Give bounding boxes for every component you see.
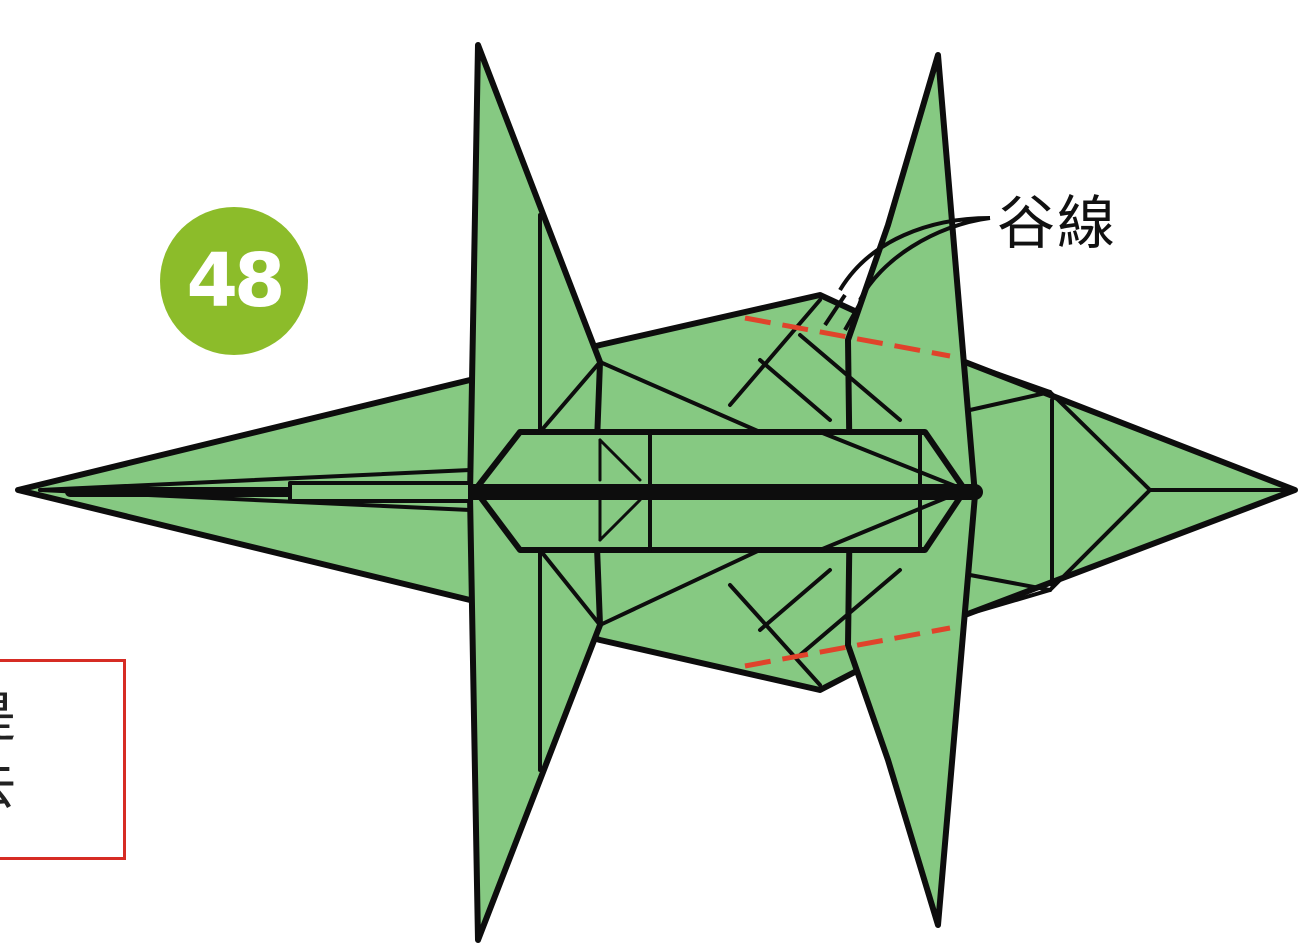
- rear-wing-upper: [845, 52, 978, 498]
- step-number-badge: 48: [160, 207, 308, 355]
- fold-lines: [38, 213, 1292, 772]
- front-wing-upper: [467, 42, 603, 498]
- rear-wing-lower: [845, 492, 978, 928]
- origami-model: [15, 42, 1298, 943]
- note-box: 是去: [0, 659, 126, 860]
- note-text: 是去: [0, 684, 121, 820]
- valley-fold-label: 谷線: [997, 189, 1118, 257]
- valley-fold-lines: [744, 315, 951, 669]
- leader-line: [823, 216, 991, 331]
- step-number: 48: [186, 238, 286, 324]
- center-spine: [65, 481, 983, 503]
- front-wing-lower: [467, 492, 603, 943]
- note-line-2: 去: [0, 752, 121, 820]
- note-line-1: 是: [0, 684, 121, 752]
